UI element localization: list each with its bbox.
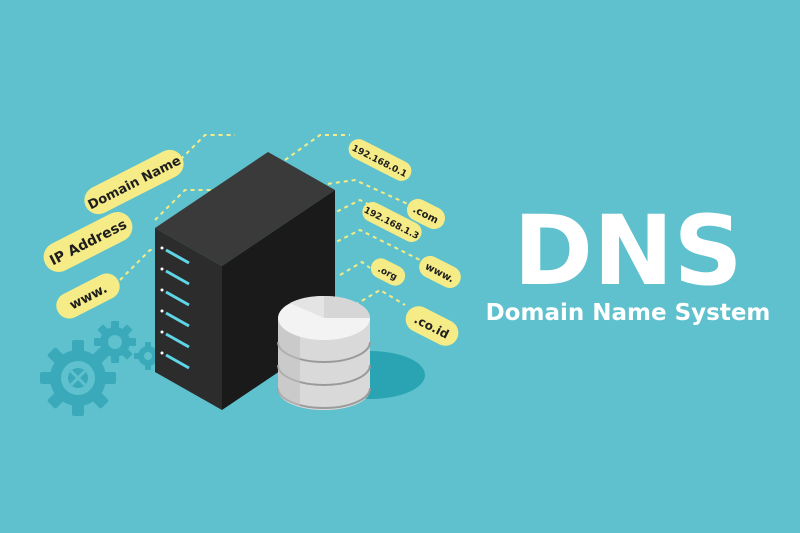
server-icon (155, 152, 335, 410)
database-icon (277, 295, 371, 410)
tag-org: .org (370, 258, 406, 286)
tag-com: .com (406, 198, 446, 230)
server-leds (165, 248, 190, 370)
tag-www-right: www. (419, 256, 461, 288)
subtitle: Domain Name System (486, 300, 771, 326)
server-dots (160, 246, 164, 355)
gear-icon (40, 321, 162, 416)
title: DNS (513, 195, 742, 307)
